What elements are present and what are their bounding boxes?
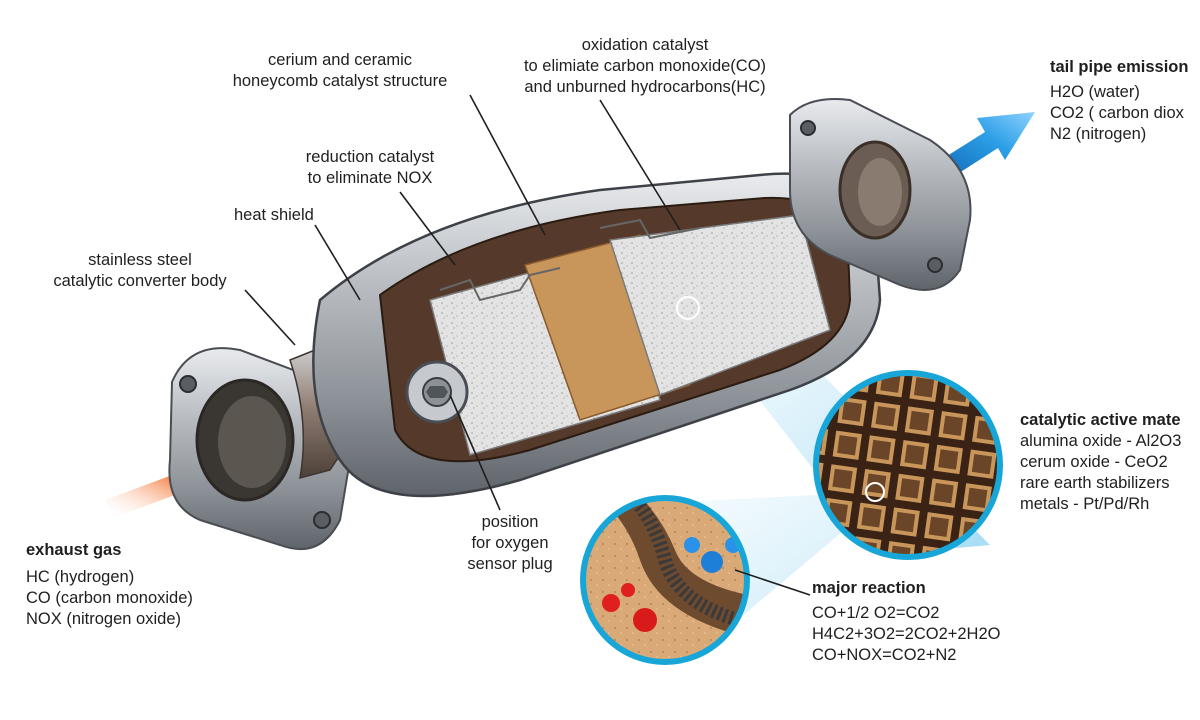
converter-body bbox=[312, 172, 882, 498]
outlet-flange bbox=[789, 98, 972, 291]
label-heat-shield: heat shield bbox=[234, 206, 314, 224]
active-material-title: catalytic active mate bbox=[1020, 411, 1181, 429]
label-reduction-catalyst: reduction catalyst to eliminate NOX bbox=[305, 148, 435, 187]
honeycomb-zoom bbox=[813, 370, 1003, 560]
label-oxygen-sensor: position for oxygen sensor plug bbox=[467, 513, 553, 573]
red-molecule bbox=[633, 608, 657, 632]
label-cerium-ceramic: cerium and ceramic honeycomb catalyst st… bbox=[232, 51, 448, 90]
tailpipe-emission-block: tail pipe emission H2O (water) CO2 ( car… bbox=[1050, 58, 1189, 143]
exhaust-gas-block: exhaust gas HC (hydrogen) CO (carbon mon… bbox=[26, 541, 193, 628]
major-reaction-block: major reaction CO+1/2 O2=CO2 H4C2+3O2=2C… bbox=[812, 579, 1001, 664]
exhaust-gas-title: exhaust gas bbox=[26, 541, 122, 559]
label-converter-body: stainless steel catalytic converter body bbox=[53, 251, 227, 290]
label-oxidation-catalyst: oxidation catalyst to elimiate carbon mo… bbox=[523, 36, 767, 96]
zoom-marker bbox=[676, 296, 700, 320]
blue-molecule bbox=[701, 551, 723, 573]
reaction-zoom bbox=[580, 495, 750, 665]
major-reaction-title: major reaction bbox=[812, 579, 926, 597]
leader-lines bbox=[244, 94, 811, 596]
active-material-block: catalytic active mate alumina oxide - Al… bbox=[1020, 411, 1182, 513]
tailpipe-title: tail pipe emission bbox=[1050, 58, 1189, 76]
